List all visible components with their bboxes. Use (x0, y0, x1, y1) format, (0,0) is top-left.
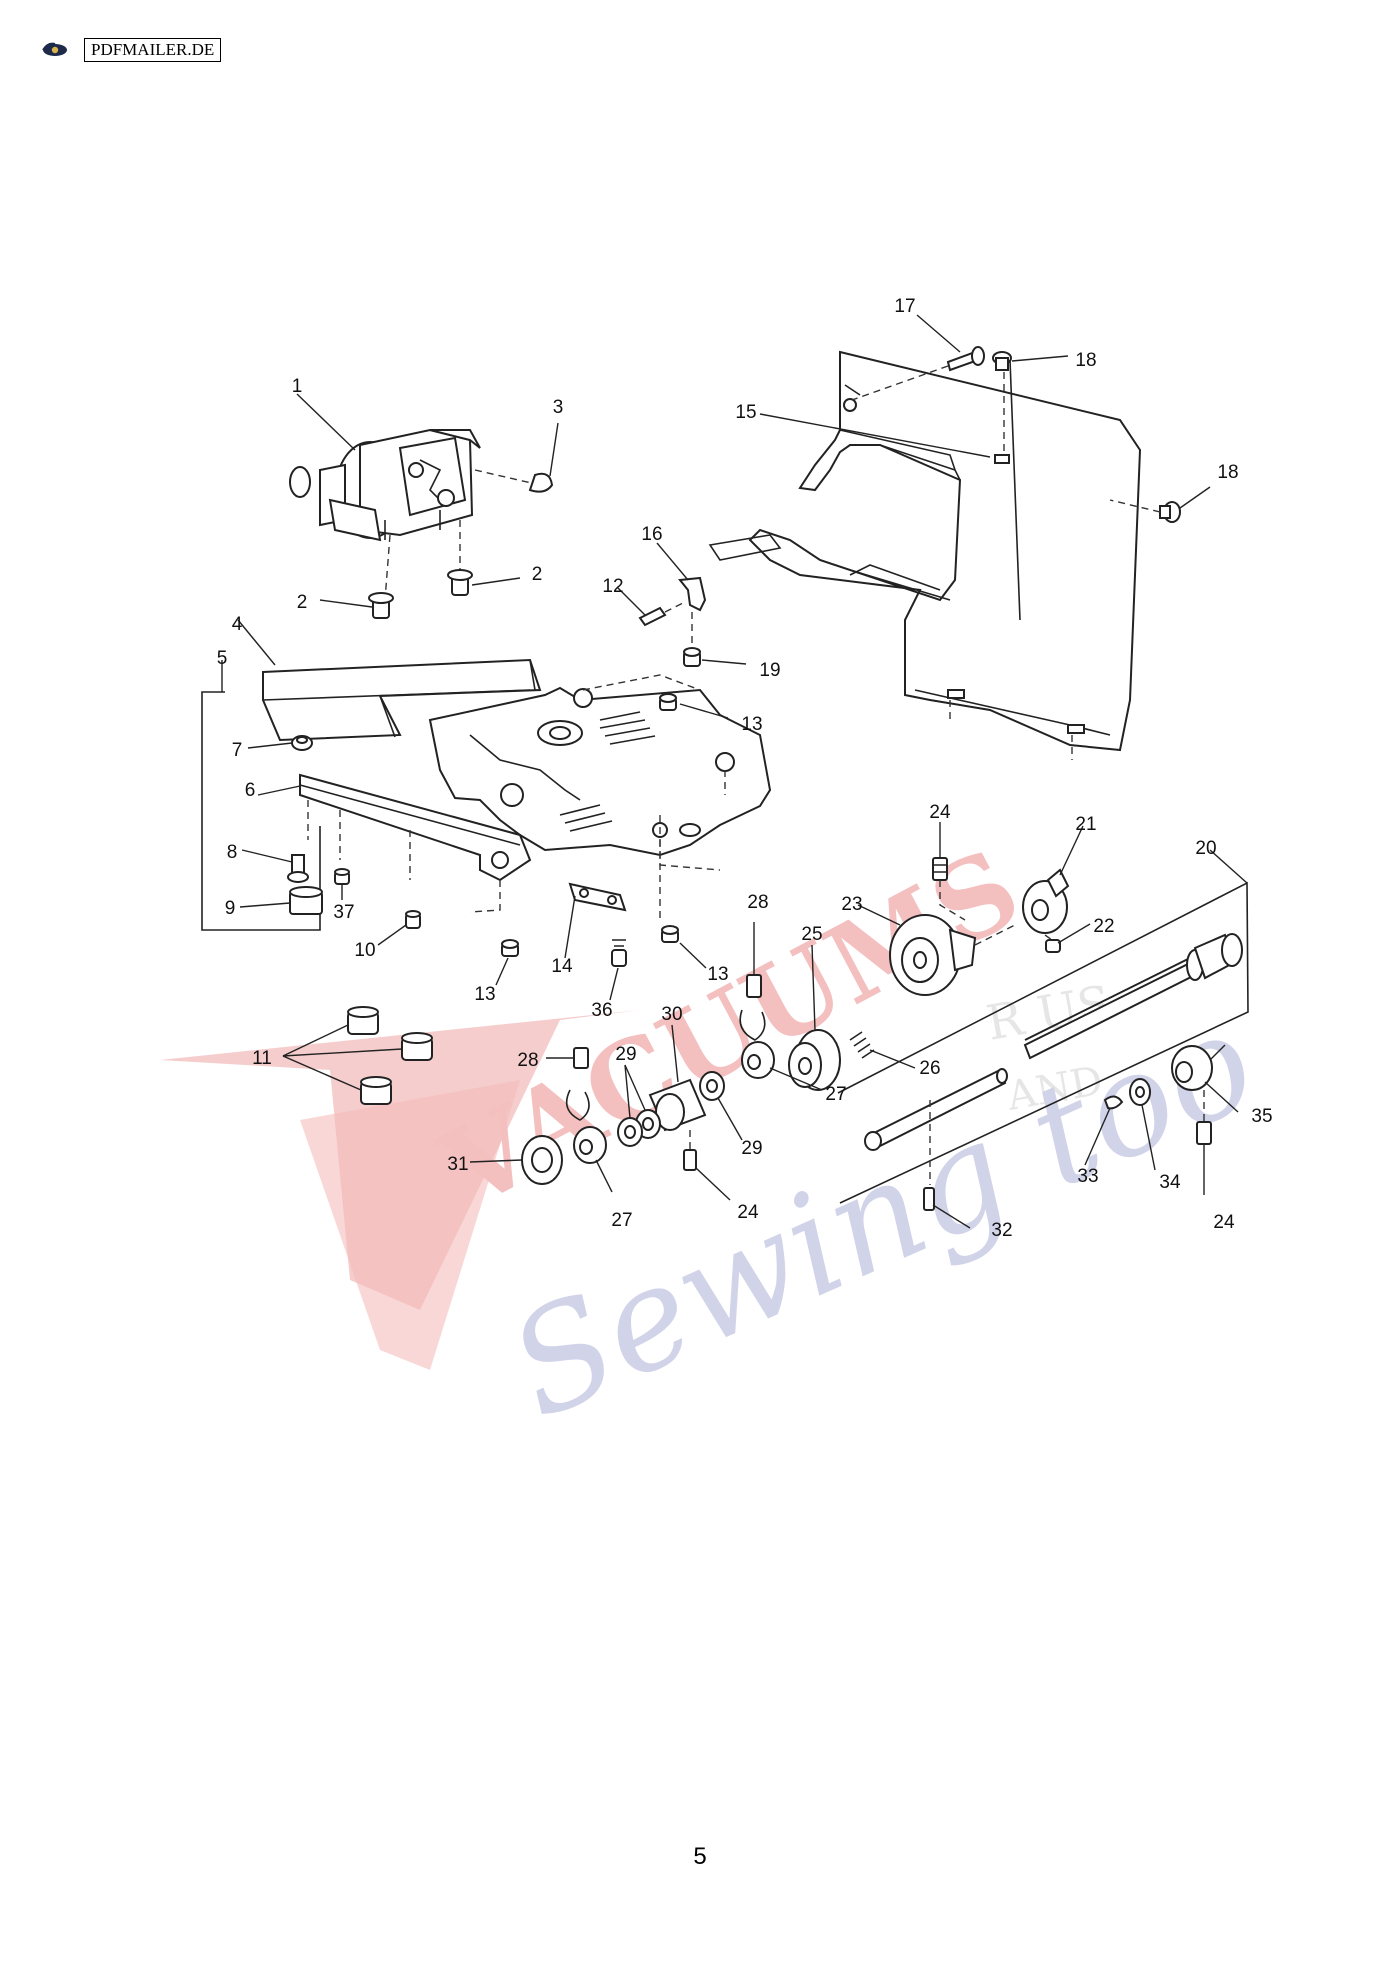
callout-27: 27 (825, 1084, 846, 1105)
callout-37: 37 (333, 902, 354, 923)
part-1-motor-assembly (289, 428, 481, 542)
part-9-cap (289, 886, 323, 915)
part-13-screw-right (661, 925, 679, 943)
part-35-bushing (1171, 1045, 1213, 1091)
callout-18: 18 (1075, 350, 1096, 371)
part-29-washers-left (617, 1109, 661, 1147)
callout-25: 25 (801, 924, 822, 945)
callout-1: 1 (292, 376, 303, 397)
callout-10: 10 (354, 940, 375, 961)
part-24-setscrew-mid (683, 1149, 697, 1171)
callout-14: 14 (551, 956, 573, 977)
callout-7: 7 (232, 740, 243, 761)
callout-15: 15 (735, 402, 756, 423)
part-26-spring (849, 1031, 875, 1059)
part-27-collar-right (741, 1041, 775, 1079)
part-36-screw (611, 939, 627, 967)
callout-9: 9 (225, 898, 236, 919)
callout-23: 23 (841, 894, 862, 915)
part-33-eclip (1103, 1095, 1124, 1110)
callout-22: 22 (1093, 916, 1114, 937)
part-11-feet (347, 1006, 433, 1105)
part-29-washer-right (699, 1071, 725, 1101)
part-23-gear (889, 914, 977, 996)
callout-5: 5 (217, 648, 228, 669)
pdfmailer-logo-icon (40, 41, 70, 59)
part-32-pin (923, 1187, 935, 1211)
part-37-screw (334, 868, 350, 885)
callout-labels: 1 2 2 3 4 5 6 7 8 9 10 11 12 13 13 13 13… (217, 296, 1273, 1241)
callout-2: 2 (297, 592, 308, 613)
callout-31: 31 (447, 1154, 468, 1175)
callout-8: 8 (227, 842, 238, 863)
callout-19: 19 (759, 660, 780, 681)
part-16-bracket (678, 576, 707, 612)
part-34-washer (1129, 1078, 1151, 1106)
callout-28: 28 (747, 892, 768, 913)
callout-26: 26 (919, 1058, 940, 1079)
part-17-screw (946, 346, 985, 372)
part-15-top-cover (708, 350, 1142, 752)
callout-20: 20 (1195, 838, 1216, 859)
part-22-screw (1045, 939, 1061, 953)
callout-34: 34 (1159, 1172, 1181, 1193)
part-10-screw (405, 910, 421, 929)
callout-35: 35 (1251, 1106, 1272, 1127)
callout-11: 11 (252, 1048, 272, 1069)
callout-32: 32 (991, 1220, 1012, 1241)
callout-13: 13 (474, 984, 495, 1005)
part-24-setscrew-right (1196, 1121, 1212, 1145)
part-12-screw (638, 606, 667, 627)
callout-29: 29 (615, 1044, 636, 1065)
callout-30: 30 (661, 1004, 682, 1025)
part-24-setscrew-top (932, 857, 948, 881)
part-13-screw-top (659, 693, 677, 711)
callout-12: 12 (602, 576, 623, 597)
callout-27: 27 (611, 1210, 632, 1231)
part-2-screw-right (447, 569, 473, 596)
callout-4: 4 (232, 614, 243, 635)
callout-36: 36 (591, 1000, 612, 1021)
callout-2: 2 (532, 564, 543, 585)
part-20-shaft-assembly (837, 881, 1249, 1204)
part-2-screw-left (368, 592, 394, 619)
part-21-pulley (1022, 868, 1070, 934)
header: PDFMAILER.DE (40, 36, 222, 64)
callout-3: 3 (553, 397, 564, 418)
part-28-setscrew-right (746, 974, 762, 998)
page-number: 5 (693, 1843, 707, 1870)
callout-13: 13 (741, 714, 762, 735)
callout-28: 28 (517, 1050, 538, 1071)
part-27-collar-left (573, 1126, 607, 1164)
callout-16: 16 (641, 524, 662, 545)
part-14-plate (568, 882, 627, 912)
part-18-screw-top (992, 351, 1012, 371)
pdfmailer-badge[interactable]: PDFMAILER.DE (84, 38, 222, 62)
callout-24: 24 (737, 1202, 759, 1223)
part-3-clip (528, 472, 554, 493)
part-6-plate (299, 773, 532, 882)
callout-18: 18 (1217, 462, 1238, 483)
part-4-arm (262, 658, 542, 742)
part-28-setscrew-left (573, 1047, 589, 1069)
callout-24: 24 (1213, 1212, 1235, 1233)
callout-6: 6 (245, 780, 256, 801)
callout-17: 17 (894, 296, 915, 317)
callout-33: 33 (1077, 1166, 1098, 1187)
callout-13: 13 (707, 964, 728, 985)
part-7-bushing (291, 735, 313, 751)
part-19-screw (683, 647, 701, 667)
callout-24: 24 (929, 802, 951, 823)
part-31-gear (521, 1135, 563, 1185)
part-8-screw (287, 854, 309, 883)
part-18-screw-right (1159, 501, 1181, 523)
part-25-pulley (788, 1029, 841, 1091)
part-13-screw-mid (501, 939, 519, 957)
callout-29: 29 (741, 1138, 762, 1159)
callout-21: 21 (1075, 814, 1096, 835)
